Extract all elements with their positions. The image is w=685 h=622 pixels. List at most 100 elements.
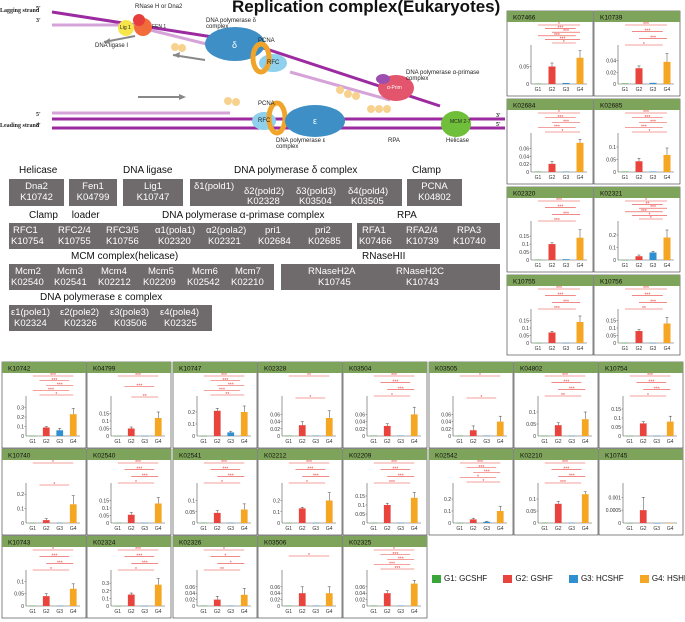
y-tick-label: 0.06 xyxy=(441,412,451,418)
bar-g2 xyxy=(42,596,50,606)
x-tick-label: G3 xyxy=(312,609,319,615)
significance-label: *** xyxy=(562,460,568,466)
significance-label: *** xyxy=(136,467,142,473)
gene-box-pol-delta: δ1(pold1) δ2(pold2) K02328 δ3(pold3) K03… xyxy=(190,179,402,207)
y-tick-label: 0 xyxy=(277,521,280,527)
y-tick-label: 0.1 xyxy=(522,242,529,248)
legend-label: G3: HCSHF xyxy=(580,574,624,584)
five-prime-leading: 5' xyxy=(36,112,41,118)
x-tick-label: G3 xyxy=(56,439,63,445)
x-tick-label: G4 xyxy=(664,263,671,269)
panel-frame xyxy=(428,448,514,536)
panel-frame xyxy=(506,10,594,97)
x-tick-label: G1 xyxy=(626,439,633,445)
y-tick-label: 0.06 xyxy=(185,585,195,591)
x-tick-label: G2 xyxy=(214,439,221,445)
panel-header xyxy=(599,449,683,460)
bar-g2 xyxy=(548,244,556,260)
panel-header xyxy=(258,449,342,460)
x-tick-label: G3 xyxy=(563,87,570,93)
rnase-shape xyxy=(133,14,145,26)
bar-g4 xyxy=(663,155,671,172)
y-tick-label: 0 xyxy=(448,434,451,440)
y-tick-label: 0.1 xyxy=(17,507,24,513)
y-tick-label: 0 xyxy=(362,521,365,527)
y-tick-label: 0.15 xyxy=(519,319,529,325)
x-tick-label: G4 xyxy=(497,439,504,445)
significance-label: *** xyxy=(556,198,562,204)
bar-g4 xyxy=(576,237,584,260)
panel-title: K04802 xyxy=(520,366,543,373)
significance-label: *** xyxy=(221,373,227,379)
significance-label: * xyxy=(649,129,651,135)
bar-g4 xyxy=(325,500,333,523)
x-tick-label: G3 xyxy=(653,526,660,532)
gene-id: K03506 xyxy=(114,318,147,329)
significance-label: * xyxy=(53,482,55,488)
panel-header xyxy=(87,536,171,547)
gene-id: K10747 xyxy=(136,192,170,203)
y-tick-label: 0.04 xyxy=(355,591,365,597)
group-title-rpa: RPA xyxy=(397,210,417,221)
significance-label: *** xyxy=(644,29,650,35)
significance-label: *** xyxy=(563,380,569,386)
y-tick-label: 0 xyxy=(618,521,621,527)
gene-id: K02684 xyxy=(258,236,291,247)
significance-label: * xyxy=(643,42,645,48)
x-tick-label: G1 xyxy=(535,87,542,93)
gene-id: K07466 xyxy=(359,236,392,247)
significance-label: *** xyxy=(222,378,228,384)
x-tick-label: G4 xyxy=(582,526,589,532)
y-tick-label: 0.1 xyxy=(17,579,24,585)
group-title-dna-ligase: DNA ligase xyxy=(123,165,173,176)
bar-g4 xyxy=(69,414,77,436)
x-tick-label: G4 xyxy=(664,346,671,352)
y-tick-label: 0.3 xyxy=(102,581,109,587)
y-tick-label: 0.06 xyxy=(270,412,280,418)
y-tick-label: 0 xyxy=(192,604,195,610)
three-prime-lagging: 3' xyxy=(36,18,41,24)
bar-g2 xyxy=(127,428,135,436)
x-tick-label: G2 xyxy=(299,439,306,445)
panel-header xyxy=(594,11,680,22)
x-tick-label: G3 xyxy=(227,526,234,532)
bar-g2 xyxy=(298,425,306,436)
bar-g4 xyxy=(154,503,162,523)
mcm-label: MCM 2-7 xyxy=(450,119,471,125)
y-tick-label: 0.15 xyxy=(355,494,365,500)
significance-label: * xyxy=(309,395,311,401)
gene-id: K10742 xyxy=(20,192,53,203)
significance-label: *** xyxy=(650,120,656,126)
y-tick-label: 0.05 xyxy=(185,510,195,516)
x-tick-label: G4 xyxy=(577,87,584,93)
x-tick-label: G3 xyxy=(568,439,575,445)
significance-label: *** xyxy=(650,205,656,211)
bar-g4 xyxy=(410,583,418,606)
y-tick-label: 0 xyxy=(448,521,451,527)
x-tick-label: G3 xyxy=(563,175,570,181)
three-prime-leading: 3' xyxy=(36,123,41,129)
significance-label: *** xyxy=(650,35,656,41)
panel-frame xyxy=(257,535,343,619)
y-tick-label: 0.3 xyxy=(17,406,24,412)
x-tick-label: G1 xyxy=(456,439,463,445)
significance-label: *** xyxy=(641,209,647,215)
x-tick-label: G3 xyxy=(650,346,657,352)
panel-header xyxy=(429,362,513,373)
panel-header xyxy=(507,275,593,286)
x-tick-label: G2 xyxy=(128,526,135,532)
panel-title: K02328 xyxy=(264,366,287,373)
y-tick-label: 0.001 xyxy=(608,495,621,501)
y-tick-label: 0.15 xyxy=(519,234,529,240)
group-title-helicase: Helicase xyxy=(19,165,58,176)
panel-header xyxy=(87,449,171,460)
x-tick-label: G4 xyxy=(497,526,504,532)
bar-g3 xyxy=(649,82,657,84)
panel-frame xyxy=(506,98,594,185)
panel-header xyxy=(258,362,342,373)
